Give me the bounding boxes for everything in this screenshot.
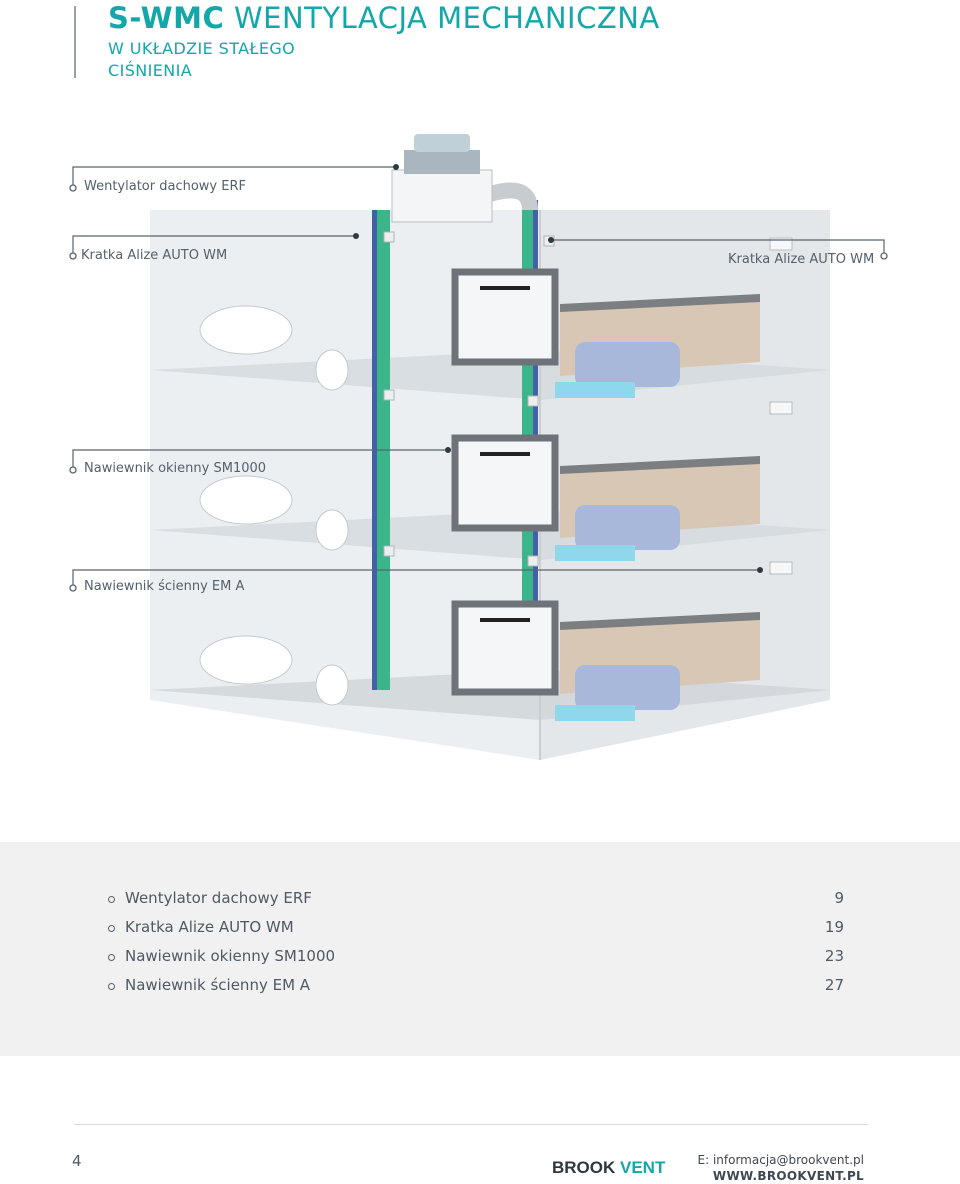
contents-item-label: Kratka Alize AUTO WM bbox=[125, 918, 294, 936]
contact-website[interactable]: WWW.BROOKVENT.PL bbox=[712, 1169, 864, 1183]
callout-roof-fan: Wentylator dachowy ERF bbox=[84, 179, 246, 194]
callout-wall-vent: Nawiewnik ścienny EM A bbox=[84, 579, 245, 594]
bullet-icon bbox=[108, 896, 115, 903]
footer-divider bbox=[74, 1124, 868, 1125]
title-brand: S-WMC bbox=[108, 1, 225, 35]
bullet-icon bbox=[108, 954, 115, 961]
svg-text:BROOK: BROOK bbox=[552, 1158, 616, 1177]
contents-item[interactable]: Nawiewnik okienny SM1000 23 bbox=[108, 947, 860, 969]
contact-block: E: informacja@brookvent.pl WWW.BROOKVENT… bbox=[698, 1152, 864, 1184]
contact-email[interactable]: E: informacja@brookvent.pl bbox=[697, 1153, 864, 1167]
contents-item-label: Nawiewnik ścienny EM A bbox=[125, 976, 311, 994]
page-title: S-WMC WENTYLACJA MECHANICZNA bbox=[108, 0, 660, 36]
brookvent-logo: BROOK VENT bbox=[552, 1158, 666, 1177]
callout-window-vent: Nawiewnik okienny SM1000 bbox=[84, 461, 267, 476]
contents-item[interactable]: Wentylator dachowy ERF 9 bbox=[108, 889, 860, 911]
page-number: 4 bbox=[72, 1152, 82, 1170]
title-text: WENTYLACJA MECHANICZNA bbox=[233, 1, 660, 35]
contents-item[interactable]: Nawiewnik ścienny EM A 27 bbox=[108, 976, 860, 998]
page-subtitle: W UKŁADZIE STAŁEGO CIŚNIENIA bbox=[108, 39, 296, 80]
contents-item-page: 27 bbox=[824, 976, 844, 994]
contents-item-label: Nawiewnik okienny SM1000 bbox=[125, 947, 336, 965]
callout-grille-left: Kratka Alize AUTO WM bbox=[81, 248, 228, 263]
contents-panel: Wentylator dachowy ERF 9 Kratka Alize AU… bbox=[0, 842, 960, 1056]
callout-grille-right: Kratka Alize AUTO WM bbox=[728, 252, 875, 267]
bullet-icon bbox=[108, 983, 115, 990]
bullet-icon bbox=[108, 925, 115, 932]
building-illustration bbox=[69, 134, 888, 760]
contents-item-label: Wentylator dachowy ERF bbox=[125, 889, 312, 907]
contents-item-page: 23 bbox=[824, 947, 844, 965]
svg-text:VENT: VENT bbox=[620, 1158, 666, 1177]
contents-item-page: 19 bbox=[824, 918, 844, 936]
contents-item[interactable]: Kratka Alize AUTO WM 19 bbox=[108, 918, 860, 940]
title-accent-bar bbox=[74, 6, 76, 78]
contents-item-page: 9 bbox=[834, 889, 844, 907]
